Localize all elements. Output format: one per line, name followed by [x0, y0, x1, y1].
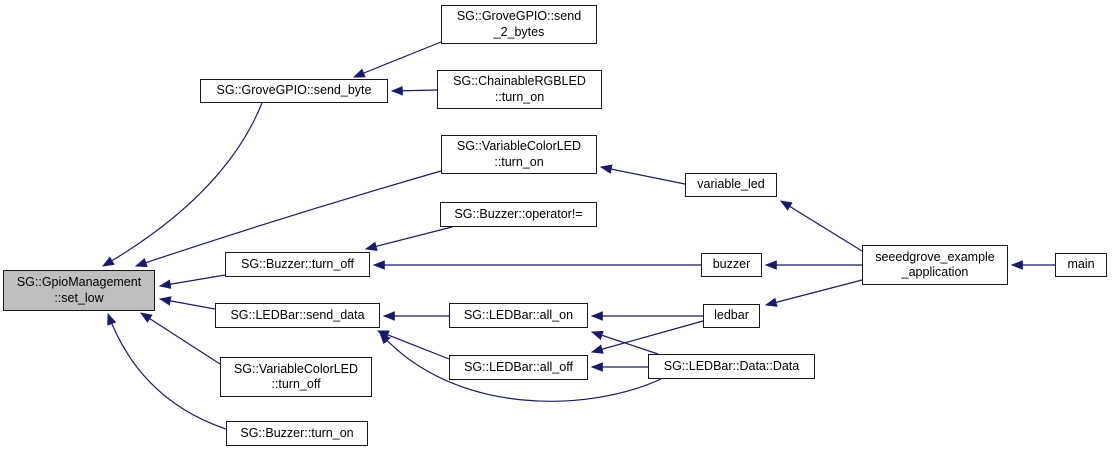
edge-variable_led-varled_turn_on	[599, 164, 686, 185]
node-grovegpio-send-byte[interactable]: SG::GroveGPIO::send_byte	[200, 79, 388, 103]
node-grovegpio-send-2-bytes[interactable]: SG::GroveGPIO::send _2_bytes	[441, 5, 597, 44]
node-buzzer-turn-off[interactable]: SG::Buzzer::turn_off	[225, 252, 370, 277]
node-variablecolorled-turn-off[interactable]: SG::VariableColorLED ::turn_off	[220, 357, 372, 397]
node-chainablergbled-turn-on[interactable]: SG::ChainableRGBLED ::turn_on	[437, 70, 602, 109]
edge-buzzer_operator_neq-buzzer_turn_off	[364, 226, 453, 251]
node-seeedgrove-example-application[interactable]: seeedgrove_example _application	[862, 245, 1008, 285]
node-main[interactable]: main	[1055, 253, 1107, 277]
node-ledbar-send-data[interactable]: SG::LEDBar::send_data	[215, 303, 380, 328]
edge-ledbar_send_data-set_low	[158, 296, 216, 310]
node-buzzer-operator-neq[interactable]: SG::Buzzer::operator!=	[440, 202, 597, 227]
edge-seeed_app-variable_led	[779, 200, 863, 252]
node-buzzer-turn-on[interactable]: SG::Buzzer::turn_on	[226, 421, 368, 446]
node-variable-led[interactable]: variable_led	[685, 173, 777, 197]
edge-send_byte-set_low	[101, 102, 263, 267]
edge-ledbar_all_off-ledbar_send_data	[376, 330, 450, 360]
node-ledbar-all-off[interactable]: SG::LEDBar::all_off	[449, 355, 588, 380]
edge-seeed_app-ledbar	[764, 279, 863, 307]
node-gpiomanagement-set-low: SG::GpioManagement ::set_low	[3, 270, 155, 311]
node-ledbar[interactable]: ledbar	[703, 304, 760, 328]
edge-data_data-ledbar_all_on	[590, 330, 659, 355]
node-ledbar-all-on[interactable]: SG::LEDBar::all_on	[449, 303, 588, 328]
edge-data_data-ledbar_send_data	[379, 332, 662, 402]
edge-buzzer_turn_on-set_low	[107, 312, 227, 430]
node-buzzer[interactable]: buzzer	[701, 253, 762, 277]
edge-varled_turn_on-set_low	[134, 170, 442, 268]
node-variablecolorled-turn-on[interactable]: SG::VariableColorLED ::turn_on	[441, 135, 597, 174]
edge-ledbar-ledbar_all_off	[590, 320, 704, 354]
node-ledbar-data-data[interactable]: SG::LEDBar::Data::Data	[648, 354, 815, 379]
edge-buzzer_turn_off-set_low	[158, 274, 226, 289]
edge-chainable_turn_on-send_byte	[390, 85, 438, 96]
edge-send_2_bytes-send_byte	[352, 41, 442, 78]
edge-varled_turn_off-set_low	[139, 312, 221, 365]
